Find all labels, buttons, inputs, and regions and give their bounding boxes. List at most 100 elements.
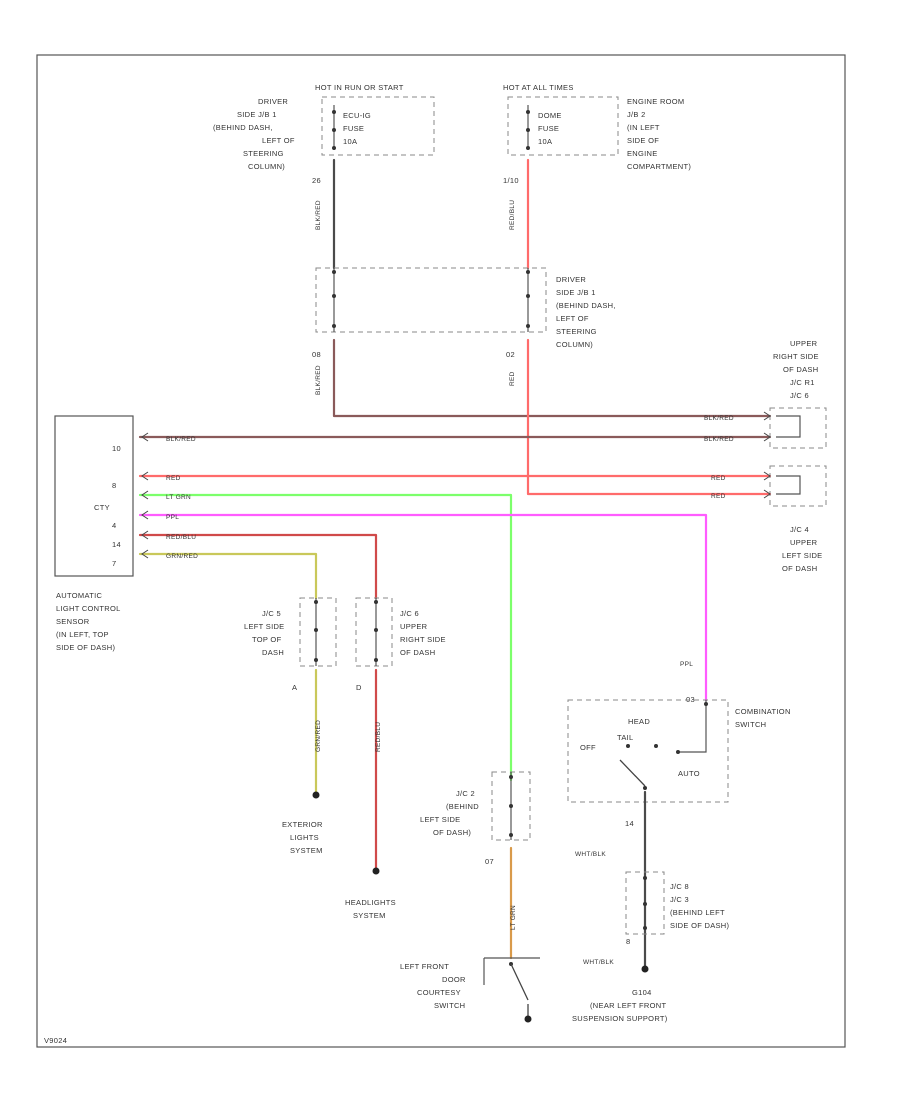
right-fuse-header: HOT AT ALL TIMES [503,83,574,92]
switch-label-tail: TAIL [617,733,633,742]
combo-label-1: COMBINATION [735,707,791,716]
right-fuse-box [507,96,619,156]
ground-label-1: G104 [632,988,652,997]
wire-label-jb1-right-down: RED [509,371,516,386]
sensor-label-5: SIDE OF DASH) [56,643,116,652]
jc2-label-2: (BEHIND [446,802,479,811]
jb1-mid-label-2: SIDE J/B 1 [556,288,596,297]
jb1-mid-label-4: LEFT OF [556,314,589,323]
pin-jb1-right-out: 02 [506,350,515,359]
wire-label-sensor-grn-red: GRN/RED [166,553,198,560]
pin-jb1-left-out: 08 [312,350,321,359]
switch-label-off: OFF [580,743,596,752]
jc-r2-label-4: OF DASH [782,564,817,573]
jc-r1-label-4: J/C R1 [790,378,815,387]
door-label-4: SWITCH [434,1001,465,1010]
jb1-mid-label-5: STEERING [556,327,597,336]
right-jb-label-6: COMPARTMENT) [627,162,691,171]
jc5-label-3: TOP OF [252,635,282,644]
exterior-label-3: SYSTEM [290,846,323,855]
jc-r1-label-1: UPPER [790,339,818,348]
jc6-label-1: J/C 6 [400,609,419,618]
exterior-terminal [312,791,320,799]
jb1-middle-box [315,267,547,333]
wire-label-sensor-lt-grn: LT GRN [166,494,191,501]
left-fuse-symbol [332,105,336,150]
jc8-label-2: J/C 3 [670,895,689,904]
wire-sensor-ppl [138,513,708,702]
headlights-label-1: HEADLIGHTS [345,898,396,907]
jc2-label-1: J/C 2 [456,789,475,798]
right-connector-blk-red [763,407,827,449]
wire-label-jb1-left-down: BLK/RED [315,365,322,395]
left-jb-label-3: (BEHIND DASH, [213,123,273,132]
jc6-connector [374,598,378,666]
sensor-pin-10: 10 [112,444,121,453]
left-fuse-label-2: FUSE [343,124,364,133]
left-fuse-label-3: 10A [343,137,357,146]
jc5-box [299,597,337,667]
jb1-mid-label-6: COLUMN) [556,340,593,349]
jb1-mid-label-3: (BEHIND DASH, [556,301,616,310]
sensor-box [54,415,134,577]
wire-label-sensor-ppl: PPL [166,514,179,521]
pin-jc6: D [356,683,362,692]
diagram-frame [36,54,846,1048]
jc6-label-4: OF DASH [400,648,435,657]
pin-switch-bottom: 14 [625,819,634,828]
right-jb-label-4: SIDE OF [627,136,659,145]
jc6-label-3: RIGHT SIDE [400,635,446,644]
left-fuse-label-1: ECU-IG [343,111,371,120]
wire-label-head-down: RED/BLU [375,722,382,752]
jc5-label-4: DASH [262,648,284,657]
jc2-connector [509,772,513,840]
right-jb-label-5: ENGINE [627,149,658,158]
wire-jb1-left-to-right [332,338,772,418]
door-label-1: LEFT FRONT [400,962,449,971]
sensor-pin-14: 14 [112,540,121,549]
wire-label-sensor-red: RED [166,475,181,482]
jc5-connector [314,598,318,666]
ground-terminal [641,965,649,973]
left-jb-label-5: STEERING [243,149,284,158]
jb1-right-connector [526,268,530,332]
left-jb-label-2: SIDE J/B 1 [237,110,277,119]
jc-r1-label-3: OF DASH [783,365,818,374]
headlights-terminal [372,867,380,875]
pin-right-fuse-out: 1/10 [503,176,519,185]
wire-label-ppl: PPL [680,661,693,668]
jc-r1-label-2: RIGHT SIDE [773,352,819,361]
sensor-label-2: LIGHT CONTROL [56,604,121,613]
wire-sensor-red-blu [138,533,378,600]
sensor-label-1: AUTOMATIC [56,591,102,600]
jc8-label-3: (BEHIND LEFT [670,908,725,917]
right-jb-label-2: J/B 2 [627,110,646,119]
right-fuse-label-3: 10A [538,137,552,146]
exterior-label-2: LIGHTS [290,833,319,842]
left-jb-label-4: LEFT OF [262,136,295,145]
wire-label-ground: WHT/BLK [583,959,614,966]
left-jb-label-6: COLUMN) [248,162,285,171]
jc6-label-2: UPPER [400,622,428,631]
wire-sensor-grn-red [138,552,318,600]
jc-r2-label-3: LEFT SIDE [782,551,823,560]
ground-label-2: (NEAR LEFT FRONT [590,1001,666,1010]
jb1-mid-label-1: DRIVER [556,275,586,284]
sensor-label-4: (IN LEFT, TOP [56,630,109,639]
jc-r2-label-2: UPPER [790,538,818,547]
pin-jc8: 8 [626,937,630,946]
door-label-2: DOOR [442,975,466,984]
combination-switch-contacts [619,700,708,790]
footer-code: V9024 [44,1036,67,1045]
right-connector-red [763,465,827,507]
jb1-left-connector [332,268,336,332]
right-jb-label-1: ENGINE ROOM [627,97,684,106]
sensor-pin-cty: CTY [94,503,110,512]
sensor-label-3: SENSOR [56,617,90,626]
wire-sensor-lt-grn [138,493,513,782]
sensor-pin-8: 8 [112,481,116,490]
jc2-label-3: LEFT SIDE [420,815,461,824]
wire-label-right-down: RED/BLU [509,200,516,230]
combo-label-2: SWITCH [735,720,766,729]
